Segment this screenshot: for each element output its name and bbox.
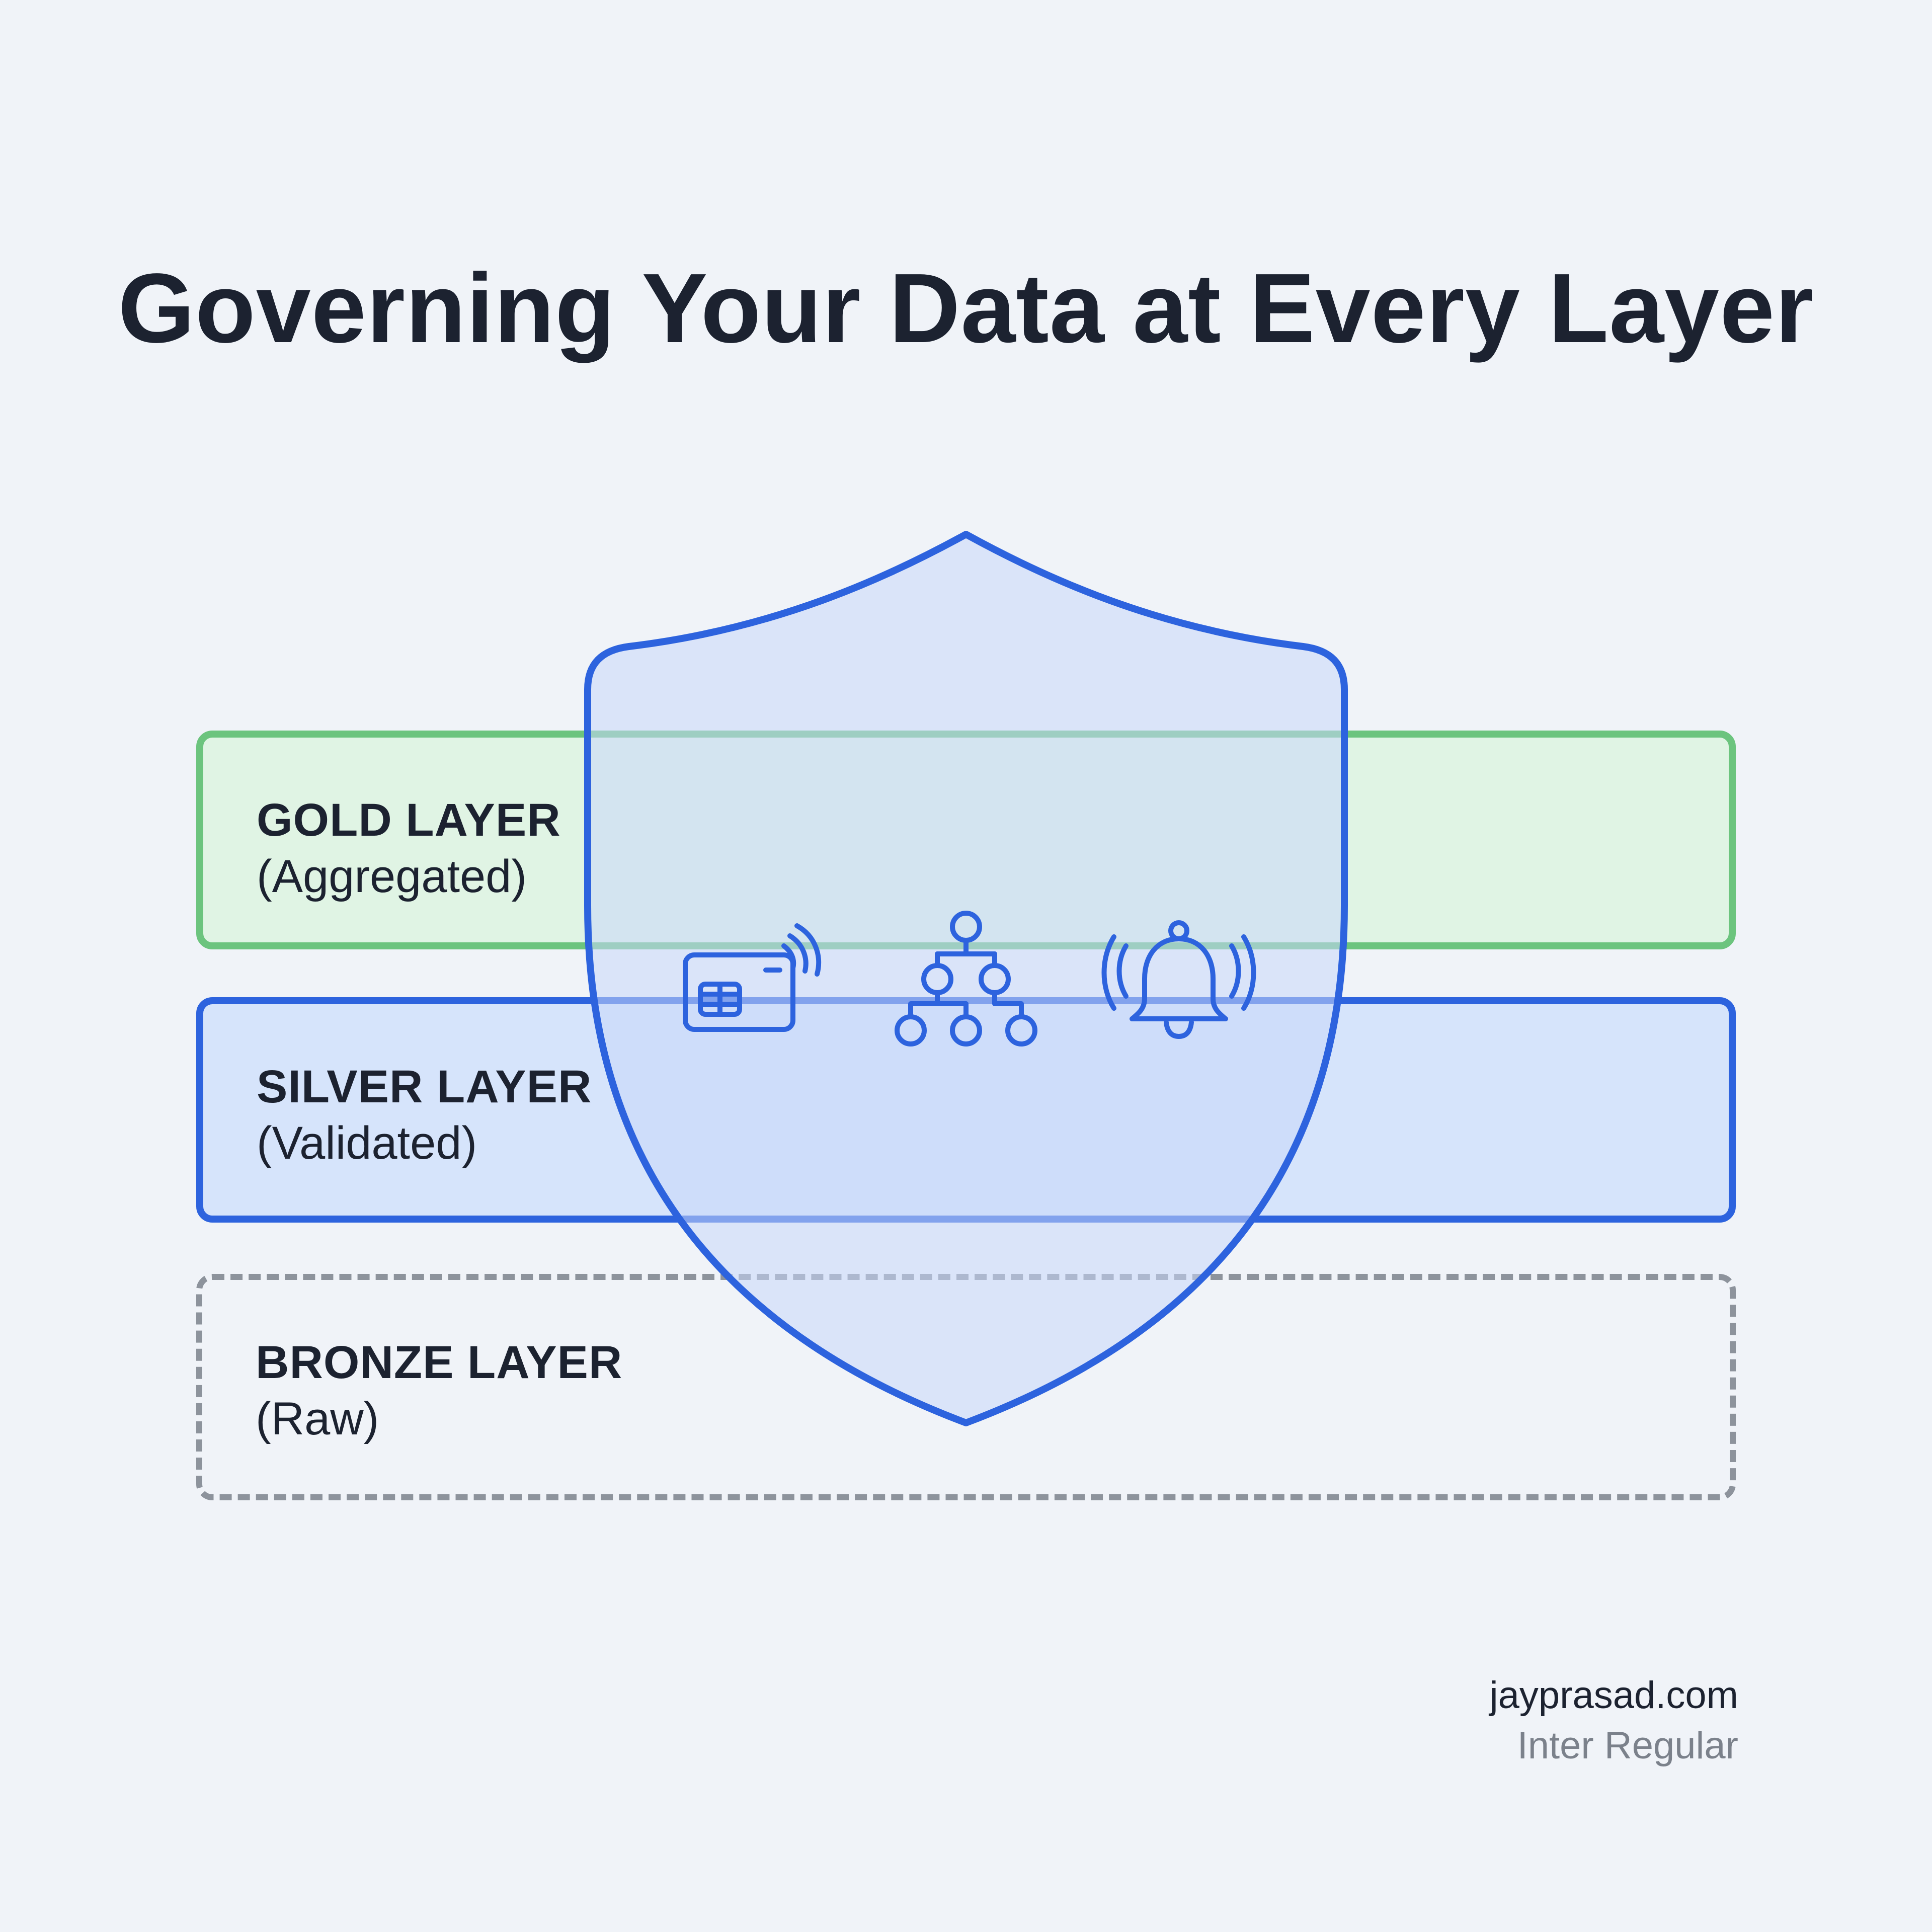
contactless-card-icon [683, 923, 822, 1032]
bronze-layer-name: BRONZE LAYER [256, 1337, 623, 1388]
hierarchy-tree-icon [895, 911, 1037, 1046]
ringing-bell-icon [1101, 920, 1256, 1039]
shield-icon [584, 531, 1348, 1426]
silver-layer-name: SILVER LAYER [257, 1061, 592, 1112]
gold-layer-name: GOLD LAYER [257, 794, 561, 846]
bronze-layer: BRONZE LAYER (Raw) [196, 1274, 1736, 1500]
page-title: Governing Your Data at Every Layer [118, 253, 1814, 363]
gold-layer-label: GOLD LAYER (Aggregated) [257, 792, 561, 905]
bronze-layer-label: BRONZE LAYER (Raw) [256, 1334, 622, 1447]
silver-layer-label: SILVER LAYER (Validated) [257, 1059, 592, 1171]
footer: jayprasad.com Inter Regular [1490, 1670, 1738, 1771]
footer-font-note: Inter Regular [1517, 1724, 1738, 1767]
footer-brand: jayprasad.com [1489, 1674, 1738, 1717]
gold-layer-sub: (Aggregated) [257, 851, 527, 902]
silver-layer-sub: (Validated) [257, 1117, 477, 1169]
bronze-layer-sub: (Raw) [256, 1393, 379, 1444]
